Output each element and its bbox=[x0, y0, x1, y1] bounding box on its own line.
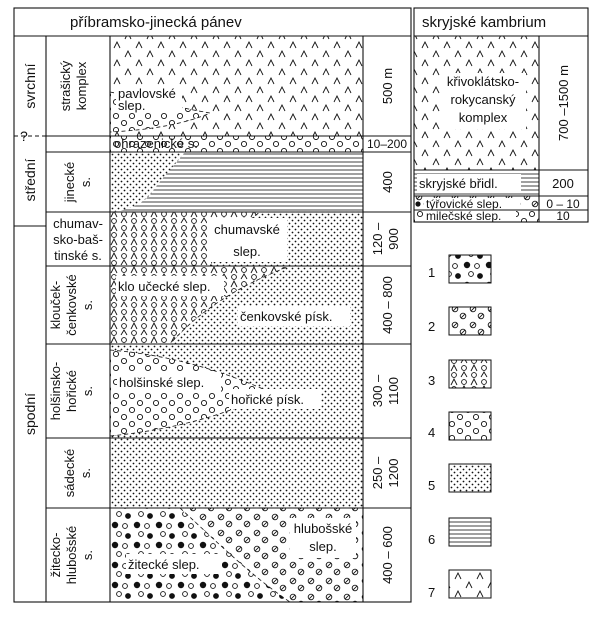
legend-swatch-2 bbox=[448, 306, 492, 336]
formation-chumavsko-1: chumav- bbox=[53, 216, 103, 231]
sadecke-fill bbox=[110, 438, 363, 508]
thickness-zitecko: 400 – 600 bbox=[380, 526, 395, 584]
unit-krivoklatsko-2: rokycanský bbox=[450, 92, 516, 107]
series-spodni: spodní bbox=[22, 393, 38, 435]
label-chumavske-2: slep. bbox=[233, 244, 260, 259]
formation-chumavsko-3: tinské s. bbox=[54, 248, 102, 263]
thickness-holsinsko-2: 1100 bbox=[386, 377, 401, 405]
thickness-ohrazenicke: 10–200 bbox=[367, 137, 407, 151]
formation-chumavsko-2: sko-baš- bbox=[53, 232, 103, 247]
label-kloucecke: klo učecké slep. bbox=[118, 279, 211, 294]
legend-number-6: 6 bbox=[428, 532, 435, 547]
formation-jinecke-1: jinecké bbox=[62, 162, 77, 203]
label-pavlovske-1: pavlovské bbox=[118, 86, 176, 101]
label-hlubosske-2: slep. bbox=[309, 539, 336, 554]
formation-strasicky-1: strašický bbox=[58, 60, 73, 111]
formation-holsinsko-1: holšinsko- bbox=[48, 362, 63, 421]
legend-swatch-3 bbox=[448, 359, 492, 389]
unit-krivoklatsko-1: křivoklátsko- bbox=[447, 74, 519, 89]
label-zitecke: žitecké slep. bbox=[128, 557, 200, 572]
holsinske-wedge bbox=[110, 349, 271, 437]
formation-holsinsko-3: s. bbox=[80, 386, 95, 396]
legend-number-4: 4 bbox=[428, 425, 435, 440]
unit-krivoklatsko-thickness: 700 –1500 m bbox=[556, 65, 571, 141]
thickness-sadecke-2: 1200 bbox=[386, 459, 401, 488]
series-stredni: střední bbox=[22, 158, 38, 201]
formation-sadecke-1: sádecké bbox=[62, 449, 77, 497]
legend: 1 2 3 4 5 6 7 bbox=[428, 254, 492, 600]
thickness-sadecke-1: 250 – bbox=[370, 456, 385, 489]
legend-swatch-1 bbox=[448, 254, 492, 284]
formation-kloucecko-1: klouček- bbox=[48, 281, 63, 329]
boundary-question-mark: ? bbox=[20, 128, 28, 144]
formation-jinecke-2: s. bbox=[78, 177, 93, 187]
thickness-values: 500 m 10–200 400 120 – 900 400 – 800 300… bbox=[367, 68, 407, 584]
series-svrchni: svrchní bbox=[22, 63, 38, 108]
formation-zitecko-3: s. bbox=[80, 550, 95, 560]
legend-number-3: 3 bbox=[428, 373, 435, 388]
formation-ohrazenicke: ohrazenické s. bbox=[114, 136, 198, 151]
unit-milecske-thickness: 10 bbox=[556, 209, 570, 223]
thickness-jinecke: 400 bbox=[380, 171, 395, 193]
ohrazenicke-fill bbox=[110, 136, 363, 152]
right-units: křivoklátsko- rokycanský komplex 700 –15… bbox=[415, 65, 580, 223]
unit-tyrovicke-thickness: 0 – 10 bbox=[546, 197, 580, 211]
formation-names: strašický komplex ohrazenické s. jinecké… bbox=[48, 60, 198, 584]
formation-sadecke-2: s. bbox=[78, 468, 93, 478]
formation-holsinsko-2: hořické bbox=[64, 370, 79, 412]
legend-swatch-6 bbox=[448, 517, 492, 547]
right-title: skryjské kambrium bbox=[422, 14, 546, 31]
unit-krivoklatsko-3: komplex bbox=[459, 110, 508, 125]
formation-kloucecko-2: čenkovské bbox=[64, 274, 79, 335]
unit-milecske: milečské slep. bbox=[426, 209, 501, 223]
label-cenkovske: čenkovské písk. bbox=[240, 309, 333, 324]
thickness-chumavsko-1: 120 – bbox=[370, 222, 385, 255]
formation-strasicky-2: komplex bbox=[74, 61, 89, 110]
label-pavlovske-2: slep. bbox=[118, 98, 145, 113]
thickness-kloucecko: 400 – 800 bbox=[380, 276, 395, 334]
thickness-chumavsko-2: 900 bbox=[386, 228, 401, 250]
formation-zitecko-1: žitecko- bbox=[48, 533, 63, 578]
thickness-holsinsko-1: 300 – bbox=[370, 374, 385, 407]
unit-skryjske-thickness: 200 bbox=[552, 176, 574, 191]
jinecke-sand bbox=[110, 152, 185, 212]
unit-skryjske: skryjské břidl. bbox=[419, 176, 498, 191]
legend-swatch-4 bbox=[448, 411, 492, 441]
label-holsinske: holšinské slep. bbox=[119, 375, 204, 390]
lithology-labels: pavlovské slep. chumavské slep. klo učec… bbox=[118, 86, 352, 572]
label-backgrounds bbox=[116, 73, 526, 574]
unit-tyrovicke: týřovické slep. bbox=[426, 197, 502, 211]
legend-swatch-7 bbox=[448, 569, 492, 599]
legend-number-5: 5 bbox=[428, 478, 435, 493]
legend-number-7: 7 bbox=[428, 585, 435, 600]
label-chumavske-1: chumavské bbox=[214, 222, 280, 237]
tyrovicke-dot-icon bbox=[415, 201, 421, 207]
left-title: příbramsko-jinecká pánev bbox=[70, 14, 242, 31]
frame-lines bbox=[13, 7, 589, 603]
legend-number-2: 2 bbox=[428, 319, 435, 334]
thickness-strasicky: 500 m bbox=[380, 68, 395, 104]
formation-kloucecko-3: s. bbox=[80, 300, 95, 310]
legend-number-1: 1 bbox=[428, 265, 435, 280]
label-hlubosske-1: hlubošské bbox=[294, 521, 353, 536]
legend-swatch-5 bbox=[448, 463, 492, 493]
label-horicke: hořické písk. bbox=[231, 392, 304, 407]
formation-zitecko-2: hlubošské bbox=[64, 526, 79, 585]
